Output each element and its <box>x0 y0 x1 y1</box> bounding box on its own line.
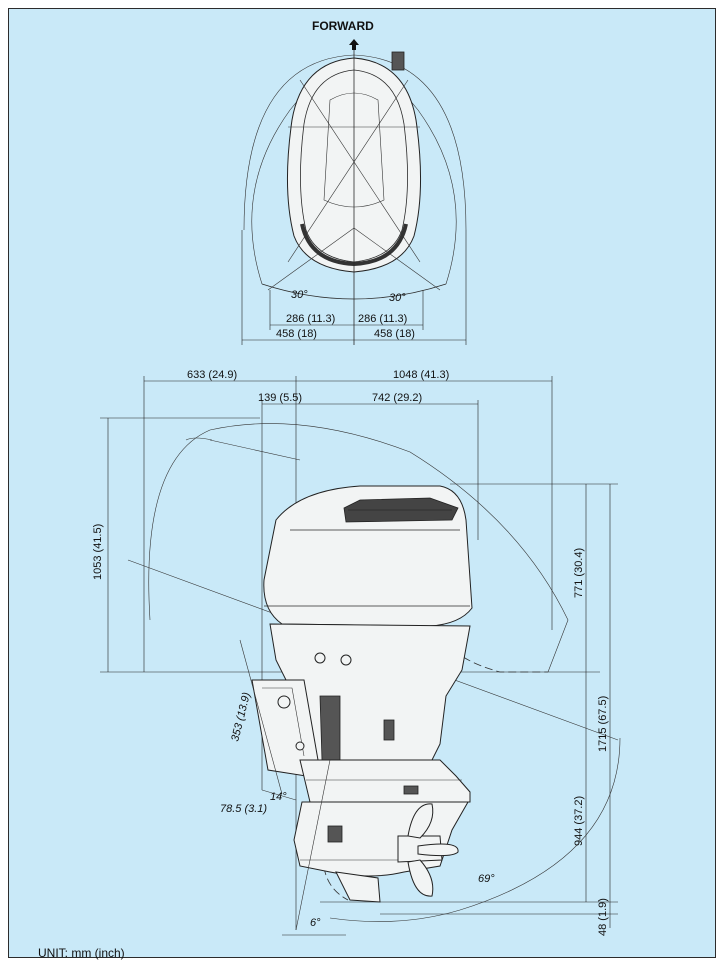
top-view: FORWARD 30° 30° 286 (11.3) 286 (11.3) 45… <box>241 19 467 345</box>
bracket-inner <box>262 687 305 757</box>
water-inlet <box>403 785 419 795</box>
angle-tilt: 69° <box>478 873 495 885</box>
dim-inner-left: 286 (11.3) <box>286 313 335 325</box>
speedo-pickup <box>327 825 343 843</box>
dim-top-left: 633 (24.9) <box>187 369 237 381</box>
dim-height-left: 1053 (41.5) <box>92 524 104 580</box>
cowl-top-detail <box>323 92 385 208</box>
unit-label: UNIT: mm (inch) <box>38 946 125 960</box>
angle-left-label: 30° <box>291 289 308 301</box>
dim-offset: 139 (5.5) <box>258 392 302 404</box>
dim-outer-left: 458 (18) <box>276 328 317 340</box>
forward-label: FORWARD <box>312 19 374 33</box>
angle-trim: 14° <box>270 791 287 803</box>
angle-right-label: 30° <box>389 292 406 304</box>
shift-lever <box>383 719 395 741</box>
prop-blade-side <box>417 843 459 857</box>
cross-line-a <box>299 79 421 263</box>
apron-bolt-2 <box>340 654 352 666</box>
dim-transom: 78.5 (3.1) <box>220 803 267 815</box>
prop-blade-top <box>407 803 434 839</box>
angle-line-left <box>267 227 355 291</box>
angle-line-right <box>353 227 441 291</box>
dim-lower: 944 (37.2) <box>573 796 585 846</box>
dim-body-length: 742 (29.2) <box>372 392 422 404</box>
steering-arm <box>319 695 341 771</box>
skeg <box>335 871 381 903</box>
dim-bottom: 48 (1.9) <box>597 898 609 936</box>
gearcase <box>293 801 469 877</box>
tilt-arc <box>329 737 621 922</box>
dim-total-height: 1715 (67.5) <box>597 696 609 752</box>
angle-bottom: 6° <box>310 917 321 929</box>
apron-bolt-1 <box>314 652 326 664</box>
transom-tick <box>261 789 297 801</box>
dim-height-cowl: 771 (30.4) <box>573 548 585 598</box>
bracket-angle-line <box>239 639 283 795</box>
tilt-ghost-line <box>209 439 301 461</box>
tilt-ghost-outline <box>148 423 569 673</box>
dim-bracket: 353 (13.9) <box>229 691 253 743</box>
bracket-pivot <box>277 695 291 709</box>
side-view: 633 (24.9) 1048 (41.3) 139 (5.5) 742 (29… <box>92 369 621 936</box>
bracket-bolt <box>295 741 305 751</box>
cross-line-b <box>287 79 409 263</box>
dim-outer-right: 458 (18) <box>374 328 415 340</box>
tilt-ghost-detail <box>185 437 213 441</box>
bottom-angle-line <box>295 759 331 931</box>
forward-arrow-icon <box>349 39 359 50</box>
prop-blade-bottom <box>407 859 434 897</box>
dim-inner-right: 286 (11.3) <box>358 313 407 325</box>
tiller-stub <box>391 51 405 71</box>
dim-top-right: 1048 (41.3) <box>393 369 449 381</box>
